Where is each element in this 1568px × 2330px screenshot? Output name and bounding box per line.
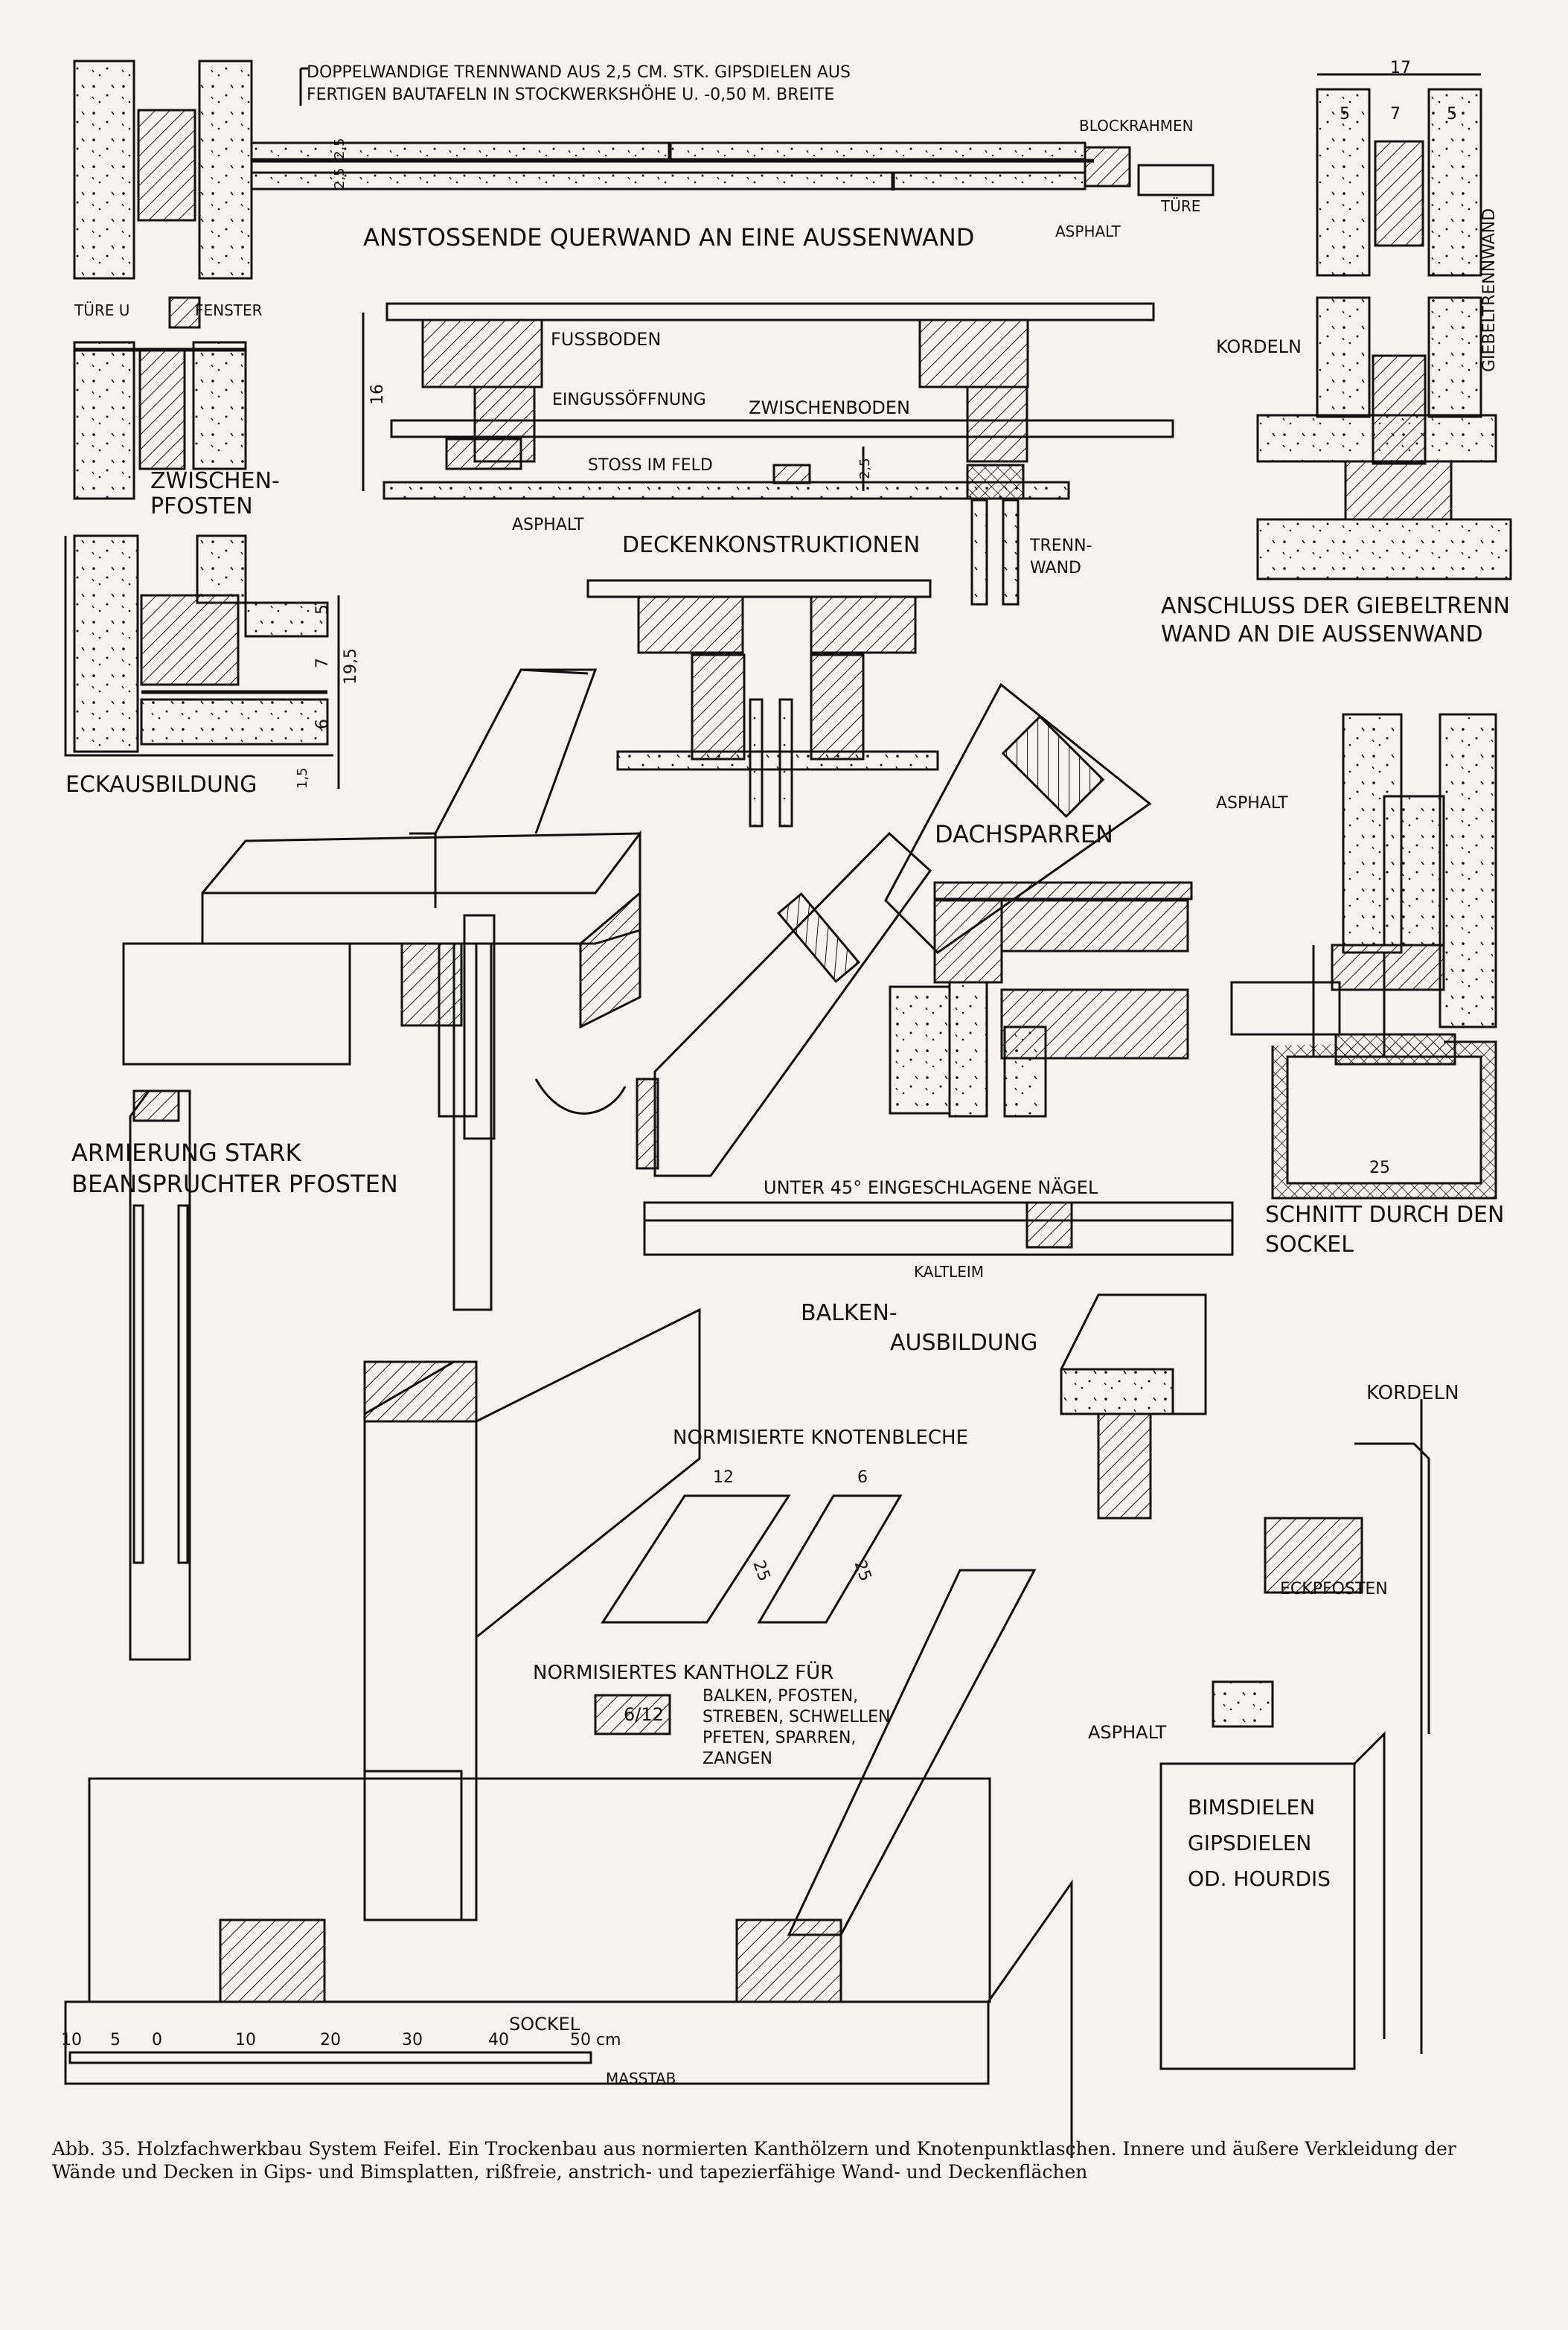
doppelwand-label: DOPPELWANDIGE TRENNWAND AUS 2,5 CM. STK.… — [307, 63, 851, 82]
dim-12: 12 — [713, 1468, 734, 1487]
zwischenpfosten-label-b: PFOSTEN — [150, 493, 253, 519]
asphalt-label-bottom: ASPHALT — [1088, 1722, 1167, 1743]
dim-25-sockel: 25 — [1369, 1159, 1390, 1177]
dim-6: 6 — [313, 719, 332, 729]
knotenbleche-title: NORMISIERTE KNOTENBLECHE — [673, 1427, 968, 1449]
anschluss-title-b: WAND AN DIE AUSSENWAND — [1161, 621, 1483, 647]
kordeln-label-top: KORDELN — [1216, 336, 1302, 357]
kaltleim-label: KALTLEIM — [914, 1263, 984, 1281]
schnitt-title-a: SCHNITT DURCH DEN — [1265, 1202, 1504, 1228]
dim-25-blech-b: 25 — [850, 1558, 874, 1584]
hourdis-label: OD. HOURDIS — [1188, 1866, 1331, 1891]
dim-6-b: 6 — [857, 1468, 868, 1487]
tuere-u-label: TÜRE U — [74, 301, 129, 319]
masstab-label: MASSTAB — [606, 2070, 676, 2087]
schnitt-title-b: SOCKEL — [1265, 1232, 1354, 1258]
armierung-title-a: ARMIERUNG STARK — [71, 1139, 301, 1167]
sockel-section-detail — [1230, 713, 1497, 1200]
trennwand-label-a: TRENN- — [1029, 537, 1092, 555]
scale-tick: 20 — [320, 2031, 341, 2049]
deckenkonstruktionen-detail — [362, 302, 1174, 828]
bimsdielen-label: BIMSDIELEN — [1188, 1795, 1315, 1819]
dim-5-a: 5 — [1340, 105, 1350, 124]
zwischenpfosten-label-a: ZWISCHEN- — [150, 468, 280, 494]
blockrahmen-label: BLOCKRAHMEN — [1079, 117, 1194, 135]
asphalt-label-decke: ASPHALT — [512, 516, 584, 534]
scale-tick: 10 — [235, 2031, 256, 2049]
dim-19-5: 19,5 — [342, 648, 360, 685]
balken-title-a: BALKEN- — [801, 1300, 897, 1326]
zwischenpfosten-detail — [73, 296, 247, 500]
giebeltrennwand-label: GIEBELTRENNWAND — [1480, 208, 1499, 372]
doppelwand-label-2: FERTIGEN BAUTAFELN IN STOCKWERKSHÖHE U. … — [307, 85, 834, 104]
deckenkonstruktionen-title: DECKENKONSTRUKTIONEN — [622, 532, 920, 558]
armierung-pfosten-detail — [129, 1089, 191, 1661]
kantholz-dimension: 6/12 — [624, 1704, 664, 1725]
anschluss-title-a: ANSCHLUSS DER GIEBELTRENN — [1161, 593, 1510, 619]
trennwand-label-b: WAND — [1030, 559, 1081, 577]
querwand-title: ANSTOSSENDE QUERWAND AN EINE AUSSENWAND — [363, 223, 974, 252]
asphalt-label-sockel: ASPHALT — [1216, 794, 1288, 813]
querwand-detail — [73, 60, 1215, 280]
dim-5-c: 5 — [313, 604, 332, 615]
armierung-title-b: BEANSPRUCHTER PFOSTEN — [71, 1170, 398, 1198]
eckpfosten-label: ECKPFOSTEN — [1280, 1580, 1388, 1598]
dim-7-a: 7 — [1390, 105, 1401, 124]
kantholz-line-c: STREBEN, SCHWELLEN — [703, 1708, 890, 1726]
tuere-label: TÜRE — [1160, 197, 1200, 215]
fussboden-label: FUSSBODEN — [551, 329, 661, 350]
kantholz-line-e: ZANGEN — [703, 1750, 772, 1768]
dachsparren-detail — [534, 682, 1193, 1177]
scale-tick: 10 — [61, 2031, 82, 2049]
balkenausbildung-detail — [1060, 1293, 1207, 1520]
eingussoeffnung-label: EINGUSSÖFFNUNG — [552, 390, 706, 409]
dim-25-top-a: 2,5 — [332, 138, 348, 159]
kantholz-line-b: BALKEN, PFOSTEN, — [703, 1687, 858, 1706]
fenster-label: FENSTER — [195, 301, 263, 319]
eckausbildung-title: ECKAUSBILDUNG — [65, 772, 257, 798]
dim-7-b: 7 — [313, 658, 332, 668]
dim-16: 16 — [368, 384, 387, 405]
asphalt-label-top: ASPHALT — [1055, 223, 1121, 240]
scale-tick: 50 cm — [570, 2031, 621, 2049]
dim-25-decke: 2,5 — [857, 458, 873, 479]
knotenpunkt-assembly — [64, 1308, 1073, 2158]
gipsdielen-label: GIPSDIELEN — [1188, 1831, 1311, 1855]
beam-joint-isometric — [122, 668, 641, 1311]
dim-1-5: 1,5 — [295, 767, 310, 789]
knotenbleche-detail — [594, 1494, 903, 1735]
zwischenboden-label: ZWISCHENBODEN — [749, 397, 910, 418]
figure-caption: Abb. 35. Holzfachwerkbau System Feifel. … — [52, 2138, 1456, 2183]
dim-17: 17 — [1390, 59, 1411, 77]
kordeln-label-bottom: KORDELN — [1366, 1382, 1459, 1404]
dim-25-blech-a: 25 — [749, 1558, 773, 1584]
eckausbildung-detail — [64, 534, 340, 789]
stoss-label: STOSS IM FELD — [588, 456, 713, 475]
scale-tick: 30 — [402, 2031, 423, 2049]
kantholz-line-d: PFETEN, SPARREN, — [703, 1729, 856, 1747]
scale-tick: 0 — [152, 2031, 162, 2049]
dim-25-top-b: 2,5 — [332, 167, 348, 189]
genagelter-balken-detail — [643, 1201, 1234, 1256]
masstab-scale-bar — [68, 2051, 592, 2064]
kantholz-title: NORMISIERTES KANTHOLZ FÜR — [533, 1660, 833, 1684]
scale-tick: 40 — [488, 2031, 509, 2049]
dachsparren-title: DACHSPARREN — [935, 820, 1113, 848]
dim-5-b: 5 — [1447, 105, 1457, 124]
balken-title-b: AUSBILDUNG — [890, 1330, 1037, 1356]
giebeltrennwand-detail — [1256, 73, 1512, 580]
scale-tick: 5 — [110, 2031, 121, 2049]
naegel-label: UNTER 45° EINGESCHLAGENE NÄGEL — [764, 1177, 1098, 1198]
sockel-label: SOCKEL — [509, 2014, 580, 2035]
eckpfosten-detail — [1159, 1399, 1430, 2070]
